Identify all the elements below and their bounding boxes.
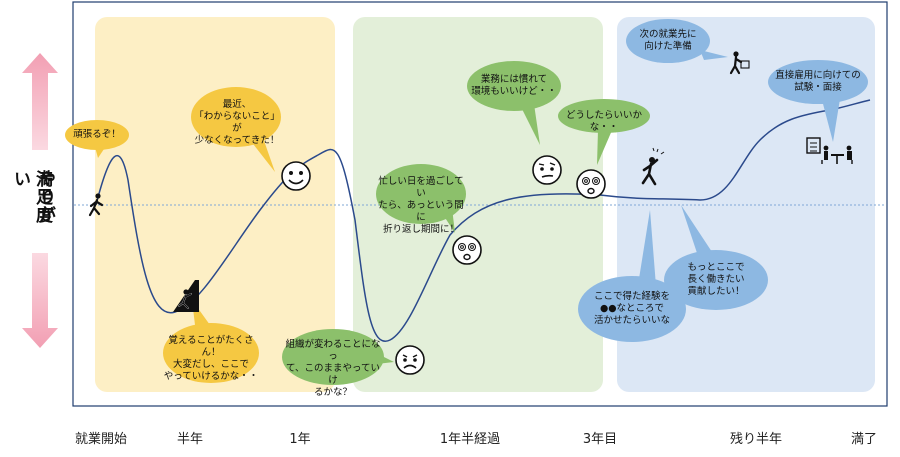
bubble-9 [768,60,868,142]
bubble-5-text: どうしたらいいかな・・ [565,110,642,133]
bubble-5 [558,99,650,165]
bubble-10 [664,205,768,310]
bubble-3-text: 覚えることがたくさん！ 大変だし、ここで やっていけるかな・・ [163,335,259,382]
x-label-third-year: 3年目 [582,432,618,447]
y-axis-title: 満足度 やりがい [6,168,55,238]
bubble-2 [191,87,281,172]
bubble-10-text: もっとここで 長く働きたい 貢献したい！ [687,262,745,297]
bubble-1 [65,120,129,158]
bubble-7 [282,329,394,385]
x-label-start: 就業開始 [74,432,128,447]
up-arrow-icon [22,53,58,150]
interview-icon [806,137,853,164]
x-label-last-half-year: 残り半年 [729,432,783,447]
bubble-7-text: 組織が変わることになっ て、このままやっていけ るかな？ [285,339,381,398]
x-label-half-year: 半年 [176,432,204,447]
confused-face-icon [576,169,606,199]
bubble-6-text: 忙しい日を過ごしてい たら、あっという間に 折り返し期間に！ [378,176,464,235]
stressed-person-icon [641,147,665,186]
bubble-1-text: 頑張るぞ！ [73,129,121,140]
bubble-11-text: ここで得た経験を ●●なところで 活かせたらいいな [593,291,670,326]
bubble-11 [578,210,686,342]
bubble-9-text: 直接雇用に向けての 試験・面接 [775,70,861,93]
x-label-one-half-year: 1年半経過 [439,432,501,447]
climbing-person-icon [173,280,199,312]
bubble-4-text: 業務には慣れて 環境もいいけど・・ [471,74,557,97]
bubble-6 [376,164,466,233]
y-axis-title-line2: やりがい [10,170,55,224]
y-axis-title-line1: 満足度 [32,170,52,224]
dizzy-face-icon [452,235,482,265]
bubble-8-text: 次の就業先に 向けた準備 [639,29,697,52]
down-arrow-icon [22,253,58,348]
commuter-icon [729,51,750,75]
bubble-4 [467,61,561,145]
bubble-8 [626,19,728,63]
happy-face-icon [281,161,311,191]
satisfaction-curve [95,99,871,342]
x-label-one-year: 1年 [289,432,311,447]
running-person-icon [88,193,104,217]
sad-face-icon [395,345,425,375]
x-label-end: 満了 [850,432,878,447]
doubtful-face-icon [532,155,562,185]
bubble-2-text: 最近、 「わからないこと」が 少なくなってきた！ [194,99,280,146]
